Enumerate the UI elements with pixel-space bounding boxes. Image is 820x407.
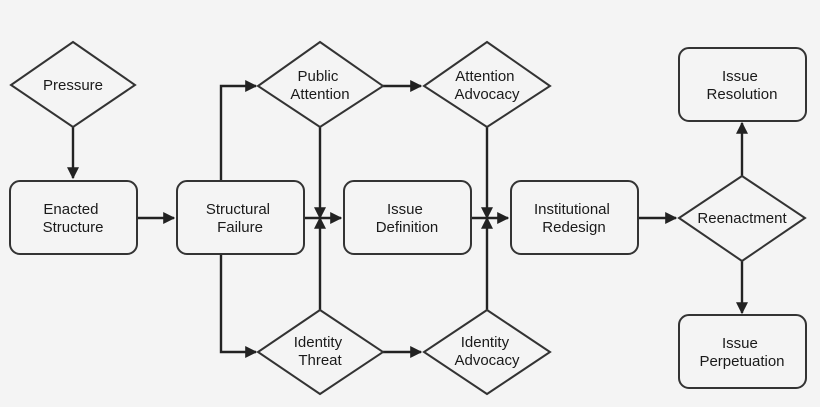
node-issue-definition-line-2: Definition bbox=[376, 219, 439, 236]
node-identity-threat-line-1: Identity bbox=[294, 334, 343, 351]
svg-text:Reenactment: Reenactment bbox=[697, 210, 787, 227]
node-issue-definition-line-1: Issue bbox=[387, 201, 423, 218]
svg-text:Identity Threat: Identity Threat bbox=[294, 334, 347, 369]
node-institutional-redesign-line-1: Institutional bbox=[534, 201, 610, 218]
node-issue-definition: Issue Definition bbox=[343, 180, 472, 255]
node-issue-resolution-line-1: Issue bbox=[722, 68, 758, 85]
node-enacted-structure-line-2: Structure bbox=[43, 219, 104, 236]
nodes: Pressure Enacted Structure Structural Fa… bbox=[9, 40, 807, 396]
node-institutional-redesign: Institutional Redesign bbox=[510, 180, 639, 255]
node-enacted-structure: Enacted Structure bbox=[9, 180, 138, 255]
svg-text:Institutional Redesign: Institutional Redesign bbox=[534, 201, 614, 236]
node-identity-advocacy: Identity Advocacy bbox=[422, 308, 552, 396]
node-issue-perpetuation-line-2: Perpetuation bbox=[699, 353, 784, 370]
node-enacted-structure-line-1: Enacted bbox=[43, 201, 98, 218]
node-pressure: Pressure bbox=[9, 40, 137, 129]
node-reenactment: Reenactment bbox=[677, 174, 807, 263]
svg-text:Attention Advocacy: Attention Advocacy bbox=[454, 68, 520, 103]
edge-structural-failure-to-public-attention bbox=[219, 80, 258, 181]
svg-text:Issue Perpetuation: Issue Perpetuation bbox=[699, 335, 784, 370]
node-identity-advocacy-line-1: Identity bbox=[461, 334, 510, 351]
node-public-attention-line-1: Public bbox=[297, 68, 338, 85]
node-attention-advocacy-line-1: Attention bbox=[455, 68, 514, 85]
node-attention-advocacy: Attention Advocacy bbox=[422, 40, 552, 129]
svg-text:Structural Failure: Structural Failure bbox=[206, 201, 274, 236]
node-institutional-redesign-line-2: Redesign bbox=[542, 219, 605, 236]
node-reenactment-line-1: Reenactment bbox=[697, 210, 787, 227]
node-public-attention-line-2: Attention bbox=[290, 86, 349, 103]
node-identity-advocacy-line-2: Advocacy bbox=[454, 352, 520, 369]
edge-structural-failure-to-identity-threat bbox=[219, 254, 258, 358]
node-public-attention: Public Attention bbox=[256, 40, 385, 129]
node-issue-perpetuation: Issue Perpetuation bbox=[678, 314, 807, 389]
node-structural-failure-line-2: Failure bbox=[217, 219, 263, 236]
node-pressure-line-1: Pressure bbox=[43, 77, 103, 94]
svg-text:Identity Advocacy: Identity Advocacy bbox=[454, 334, 520, 369]
node-attention-advocacy-line-2: Advocacy bbox=[454, 86, 520, 103]
svg-text:Issue Resolution: Issue Resolution bbox=[707, 68, 778, 103]
svg-text:Pressure: Pressure bbox=[43, 77, 103, 94]
edges bbox=[67, 80, 748, 358]
node-identity-threat-line-2: Threat bbox=[298, 352, 342, 369]
node-identity-threat: Identity Threat bbox=[256, 308, 385, 396]
node-structural-failure: Structural Failure bbox=[176, 180, 305, 255]
node-issue-perpetuation-line-1: Issue bbox=[722, 335, 758, 352]
svg-text:Enacted Structure: Enacted Structure bbox=[43, 201, 104, 236]
svg-text:Public Attention: Public Attention bbox=[290, 68, 349, 103]
node-issue-resolution: Issue Resolution bbox=[678, 47, 807, 122]
node-issue-resolution-line-2: Resolution bbox=[707, 86, 778, 103]
node-structural-failure-line-1: Structural bbox=[206, 201, 270, 218]
svg-text:Issue Definition: Issue Definition bbox=[376, 201, 439, 236]
